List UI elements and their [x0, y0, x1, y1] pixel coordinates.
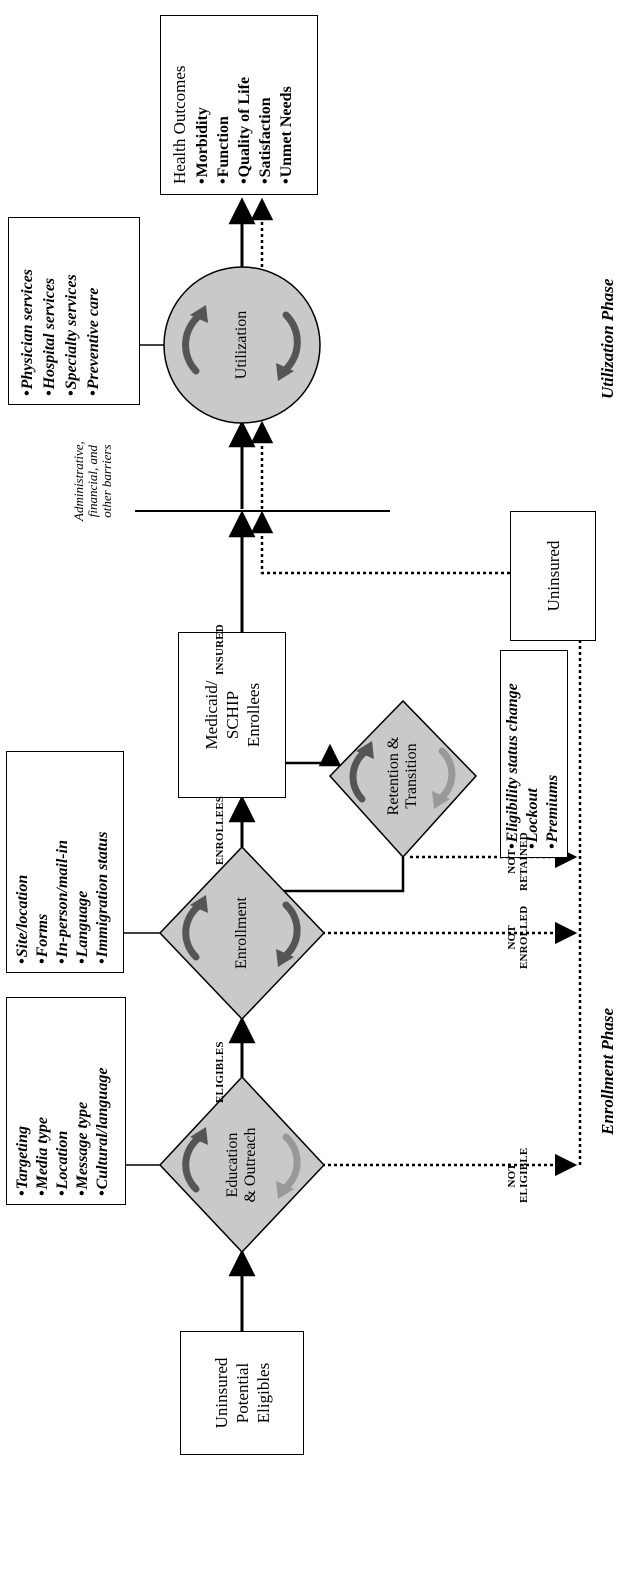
arrow-enrollees-to-retention	[286, 743, 342, 767]
factor-item: Message type	[73, 1004, 93, 1196]
health-outcomes-title: Health Outcomes	[170, 65, 189, 185]
outcome-item: Morbidity	[192, 22, 213, 184]
factor-item: Immigration status	[93, 758, 113, 964]
utilization-factors-box: Physician services Hospital services Spe…	[8, 217, 140, 405]
education-outreach-label: Education & Outreach	[224, 1127, 259, 1203]
factor-item: Location	[53, 1004, 73, 1196]
enrollment-diamond	[158, 845, 326, 1021]
outcome-item: Function	[213, 22, 234, 184]
eligibles-label: ELIGIBLES	[214, 1041, 226, 1103]
retention-factors-list: Eligibility status change Lockout Premiu…	[501, 651, 563, 857]
factor-item: Premiums	[543, 657, 563, 849]
enrollment-factors-box: Site/location Forms In-person/mail-in La…	[6, 751, 124, 973]
factor-item: Site/location	[13, 758, 33, 964]
factor-item: Targeting	[13, 1004, 33, 1196]
enrollees-label: Medicaid/ SCHIP Enrollees	[201, 680, 263, 750]
factor-item: Media type	[33, 1004, 53, 1196]
outcome-item: Quality of Life	[234, 22, 255, 184]
factor-item: Specialty services	[61, 224, 83, 396]
uninsured-box: Uninsured	[510, 511, 596, 641]
enrollment-label: Enrollment	[233, 897, 250, 969]
barriers-label: Administrative, financial, and other bar…	[71, 441, 114, 521]
factor-item: In-person/mail-in	[53, 758, 73, 964]
outreach-factors-box: Targeting Media type Location Message ty…	[6, 997, 126, 1205]
enrollees-box: Medicaid/ SCHIP Enrollees	[178, 632, 286, 798]
health-outcomes-box: Health Outcomes Morbidity Function Quali…	[160, 15, 318, 195]
potential-eligibles-box: Uninsured Potential Eligibles	[180, 1331, 304, 1455]
insured-label: INSURED	[214, 624, 226, 675]
retention-label: Retention & Transition	[385, 736, 420, 816]
potential-eligibles-label: Uninsured Potential Eligibles	[211, 1357, 273, 1429]
outreach-factors-list: Targeting Media type Location Message ty…	[7, 998, 113, 1204]
health-outcomes-list: Morbidity Function Quality of Life Satis…	[190, 16, 297, 194]
utilization-factors-list: Physician services Hospital services Spe…	[9, 218, 105, 404]
not-enrolled-label: NOT ENROLLED	[506, 905, 530, 969]
outcome-item: Unmet Needs	[276, 22, 297, 184]
dotted-uninsured-to-barrier	[250, 510, 510, 575]
not-retained-label: NOT RETAINED	[506, 832, 530, 891]
cycle-icon	[182, 311, 456, 1193]
enrollment-factors-list: Site/location Forms In-person/mail-in La…	[7, 752, 113, 972]
factor-item: Hospital services	[39, 224, 61, 396]
utilization-circle	[163, 266, 321, 424]
factor-item: Lockout	[523, 657, 543, 849]
factor-item: Cultural/language	[93, 1004, 113, 1196]
retention-factors-box: Eligibility status change Lockout Premiu…	[500, 650, 568, 858]
factor-item: Physician services	[17, 224, 39, 396]
arrow-retention-back-to-enrollment	[243, 857, 405, 903]
factor-item: Forms	[33, 758, 53, 964]
uninsured-label: Uninsured	[543, 540, 563, 612]
enrollees-flow-label: ENROLLEES	[214, 795, 226, 865]
factor-item: Eligibility status change	[503, 657, 523, 849]
factor-item: Language	[73, 758, 93, 964]
outcome-item: Satisfaction	[255, 22, 276, 184]
enrollment-phase-label: Enrollment Phase	[598, 1007, 617, 1135]
utilization-label: Utilization	[233, 310, 250, 380]
utilization-phase-label: Utilization Phase	[598, 278, 617, 399]
retention-diamond	[328, 699, 478, 859]
education-outreach-diamond	[158, 1075, 326, 1254]
factor-item: Preventive care	[83, 224, 105, 396]
not-eligible-label: NOT ELIGIBLE	[506, 1147, 530, 1203]
